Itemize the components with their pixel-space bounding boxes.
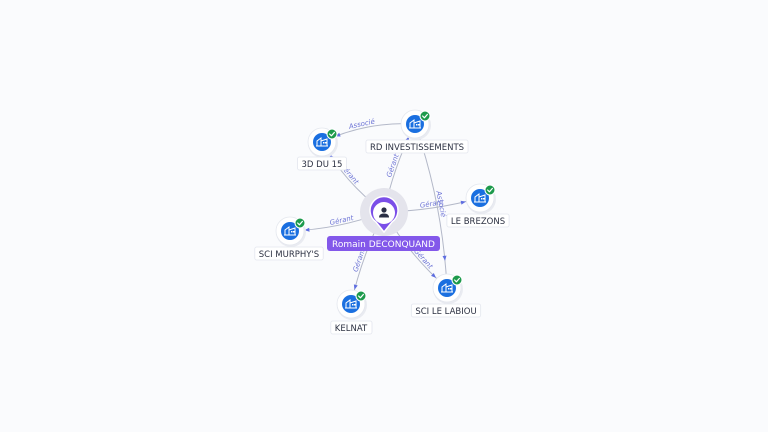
edge-label: Gérant	[385, 153, 401, 179]
company-label: SCI LE LABIOU	[410, 303, 482, 318]
company-label-bg	[254, 246, 324, 261]
arrow-icon	[353, 284, 358, 290]
company-name: SCI LE LABIOU	[415, 307, 476, 317]
company-node-le-brezons[interactable]: LE BREZONS	[446, 183, 510, 228]
verified-check-icon	[484, 184, 496, 196]
company-node-sci-murphys[interactable]: SCI MURPHY'S	[254, 216, 324, 261]
nodes-layer: SCI MURPHY'S 3D DU 15 RD INVESTISSEMENTS LE…	[254, 109, 510, 335]
company-label-bg	[297, 156, 347, 171]
arrow-icon	[442, 255, 447, 261]
building-icon	[316, 137, 328, 147]
edge-label: Gérant	[352, 247, 367, 273]
center-node[interactable]: Romain DECONQUAND	[327, 188, 440, 251]
verified-check-icon	[419, 110, 431, 122]
building-icon	[284, 226, 296, 236]
company-node-sci-le-labiou[interactable]: SCI LE LABIOU	[410, 273, 482, 318]
verified-check-icon	[355, 290, 367, 302]
company-name: LE BREZONS	[451, 217, 505, 227]
company-label: 3D DU 15	[297, 156, 347, 171]
edge-label: Associé	[347, 117, 376, 131]
company-node-3d-du-15[interactable]: 3D DU 15	[297, 127, 347, 171]
verified-check-icon	[451, 274, 463, 286]
company-name: 3D DU 15	[302, 160, 343, 170]
company-name: SCI MURPHY'S	[259, 250, 319, 260]
center-label-bg	[327, 236, 440, 251]
company-name: KELNAT	[335, 324, 368, 334]
company-label: SCI MURPHY'S	[254, 246, 324, 261]
company-label-bg	[365, 139, 469, 154]
arrow-icon	[460, 200, 466, 205]
person-icon	[379, 207, 389, 218]
center-name-label: Romain DECONQUAND	[332, 240, 435, 250]
company-label-bg	[410, 303, 482, 318]
building-icon	[441, 283, 453, 293]
company-name: RD INVESTISSEMENTS	[370, 143, 464, 153]
edge-label: Gérant	[419, 198, 444, 209]
building-icon	[474, 193, 486, 203]
company-label: LE BREZONS	[446, 213, 510, 228]
building-icon	[345, 299, 357, 309]
building-icon	[409, 119, 421, 129]
company-label: KELNAT	[330, 320, 373, 335]
verified-check-icon	[326, 128, 338, 140]
company-node-rd-investissements[interactable]: RD INVESTISSEMENTS	[365, 109, 469, 154]
company-label: RD INVESTISSEMENTS	[365, 139, 469, 154]
company-node-kelnat[interactable]: KELNAT	[330, 289, 373, 335]
company-label-bg	[330, 320, 373, 335]
arrow-icon	[304, 227, 310, 232]
company-label-bg	[446, 213, 510, 228]
verified-check-icon	[294, 217, 306, 229]
arrow-icon	[431, 272, 436, 278]
